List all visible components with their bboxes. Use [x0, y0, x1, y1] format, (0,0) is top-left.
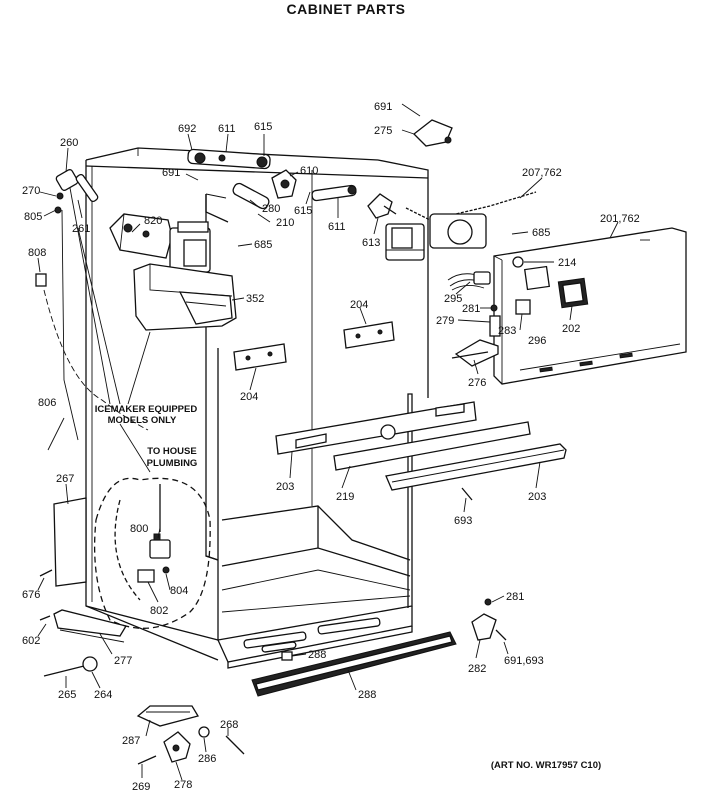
water-line	[35, 169, 149, 677]
part-label: 267	[56, 473, 74, 485]
part-label: 805	[24, 211, 42, 223]
part-label: 693	[454, 515, 472, 527]
bottom-parts	[136, 487, 507, 765]
part-label: 820	[144, 215, 162, 227]
part-label: 691	[374, 101, 392, 113]
part-label: 270	[22, 185, 40, 197]
part-label: 676	[22, 589, 40, 601]
part-label: 287	[122, 735, 140, 747]
part-label: 203	[528, 491, 546, 503]
part-label: 269	[132, 781, 150, 793]
part-label: 692	[178, 123, 196, 135]
part-label: 685	[532, 227, 550, 239]
part-label: 268	[220, 719, 238, 731]
part-label: 281	[506, 591, 524, 603]
part-label: 610	[300, 165, 318, 177]
part-label: 283	[498, 325, 516, 337]
part-label: 615	[294, 205, 312, 217]
part-label: 207,762	[522, 167, 562, 179]
part-label: 806	[38, 397, 56, 409]
part-label: 265	[58, 689, 76, 701]
part-label: 802	[150, 605, 168, 617]
plumbing-note-line1: TO HOUSE	[147, 446, 196, 457]
part-label: 264	[94, 689, 112, 701]
part-label: 204	[240, 391, 258, 403]
part-label: 602	[22, 635, 40, 647]
part-label: 275	[374, 125, 392, 137]
part-label: 808	[28, 247, 46, 259]
part-label: 288	[308, 649, 326, 661]
panel-slots	[539, 352, 633, 373]
part-label: 204	[350, 299, 368, 311]
part-label: 281	[462, 303, 480, 315]
part-label: 352	[246, 293, 264, 305]
leader-lines	[37, 103, 619, 781]
plumbing-note-line2: PLUMBING	[147, 458, 198, 469]
top-controls	[187, 119, 537, 261]
part-label: 613	[362, 237, 380, 249]
part-label: 276	[468, 377, 486, 389]
icemaker-assembly	[109, 213, 237, 331]
part-label: 282	[468, 663, 486, 675]
rails	[233, 321, 567, 491]
part-label: 261	[72, 223, 90, 235]
part-label: 279	[436, 315, 454, 327]
part-label: 219	[336, 491, 354, 503]
part-label: 611	[218, 123, 236, 135]
diagram-title: CABINET PARTS	[286, 1, 405, 17]
icemaker-note-line1: ICEMAKER EQUIPPED	[95, 404, 198, 415]
part-label: 214	[558, 257, 576, 269]
part-label: 210	[276, 217, 294, 229]
part-labels: 260 270 805 261 808 806 267 676 602 277 …	[22, 101, 640, 793]
icemaker-note-line2: MODELS ONLY	[108, 415, 177, 426]
part-label: 804	[170, 585, 188, 597]
part-label: 611	[328, 221, 346, 233]
part-label: 691,693	[504, 655, 544, 667]
part-label: 288	[358, 689, 376, 701]
part-label: 296	[528, 335, 546, 347]
part-label: 278	[174, 779, 192, 791]
part-label: 201,762	[600, 213, 640, 225]
part-label: 615	[254, 121, 272, 133]
part-label: 260	[60, 137, 78, 149]
part-label: 203	[276, 481, 294, 493]
part-label: 685	[254, 239, 272, 251]
control-panel	[447, 227, 687, 385]
art-number: (ART NO. WR17957 C10)	[491, 760, 601, 771]
part-label: 280	[262, 203, 280, 215]
part-label: 691	[162, 167, 180, 179]
part-label: 277	[114, 655, 132, 667]
water-valve	[94, 477, 211, 629]
part-label: 202	[562, 323, 580, 335]
part-label: 295	[444, 293, 462, 305]
part-label: 286	[198, 753, 216, 765]
part-label: 800	[130, 523, 148, 535]
